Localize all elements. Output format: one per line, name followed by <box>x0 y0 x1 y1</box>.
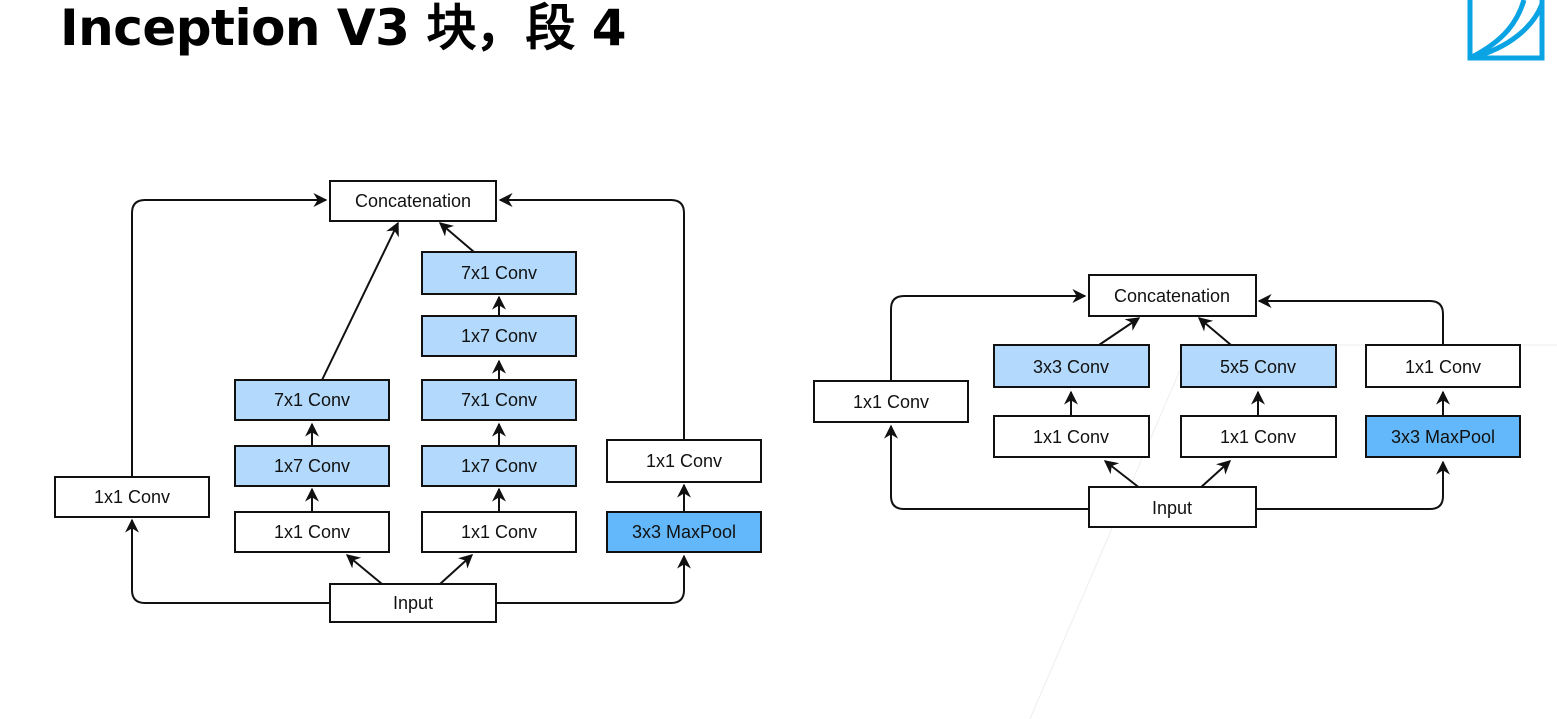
decorative-line <box>1029 369 1181 719</box>
svg-text:1x1 Conv: 1x1 Conv <box>1033 427 1109 447</box>
edge-input-to-b2 <box>345 554 383 585</box>
node-b3-1x7-conv-a: 1x7 Conv <box>421 445 577 487</box>
node-concatenation: Concatenation <box>1088 274 1257 317</box>
node-b2-1x1-conv: 1x1 Conv <box>993 415 1150 458</box>
left-nodes: Concatenation Input 1x1 Conv 1x1 Conv 1x… <box>54 180 762 623</box>
svg-text:1x1 Conv: 1x1 Conv <box>461 522 537 542</box>
edge-b1-to-concat <box>131 193 328 477</box>
edge-input-to-b2 <box>1103 460 1142 490</box>
svg-text:1x7 Conv: 1x7 Conv <box>274 456 350 476</box>
node-b3-1x7-conv-b: 1x7 Conv <box>421 315 577 357</box>
edge-input-to-pool <box>497 554 691 604</box>
svg-text:1x1 Conv: 1x1 Conv <box>1220 427 1296 447</box>
svg-text:7x1 Conv: 7x1 Conv <box>461 263 537 283</box>
node-input: Input <box>329 583 497 623</box>
edge-b4-to-concat <box>1257 294 1444 345</box>
node-b1-1x1-conv: 1x1 Conv <box>813 380 969 423</box>
node-b2-3x3-conv: 3x3 Conv <box>993 344 1150 388</box>
edge-input-to-b3 <box>1198 460 1232 490</box>
node-b2-1x1-conv: 1x1 Conv <box>234 511 390 553</box>
edge-b3-to-concat <box>438 222 475 253</box>
node-b4-1x1-conv: 1x1 Conv <box>1365 344 1521 388</box>
left-diagram <box>125 193 691 604</box>
node-b4-maxpool: 3x3 MaxPool <box>1365 415 1521 458</box>
page-title: Inception V3 块，段 4 <box>60 0 627 57</box>
svg-text:1x7 Conv: 1x7 Conv <box>461 326 537 346</box>
node-b3-1x1-conv: 1x1 Conv <box>1180 415 1337 458</box>
edge-input-to-b1 <box>884 424 1089 510</box>
node-b4-maxpool: 3x3 MaxPool <box>606 511 762 553</box>
node-input: Input <box>1088 486 1257 528</box>
svg-text:7x1 Conv: 7x1 Conv <box>461 390 537 410</box>
svg-text:Input: Input <box>1152 498 1192 518</box>
node-b3-5x5-conv: 5x5 Conv <box>1180 344 1337 388</box>
node-b3-1x1-conv: 1x1 Conv <box>421 511 577 553</box>
edge-input-to-b1 <box>125 518 330 604</box>
svg-text:7x1 Conv: 7x1 Conv <box>274 390 350 410</box>
node-b3-7x1-conv-a: 7x1 Conv <box>421 379 577 421</box>
right-diagram <box>884 289 1450 510</box>
svg-text:5x5 Conv: 5x5 Conv <box>1220 357 1296 377</box>
svg-text:3x3 MaxPool: 3x3 MaxPool <box>1391 427 1495 447</box>
node-b2-7x1-conv: 7x1 Conv <box>234 379 390 421</box>
svg-text:3x3 Conv: 3x3 Conv <box>1033 357 1109 377</box>
node-b3-7x1-conv-b: 7x1 Conv <box>421 251 577 295</box>
edge-b2-to-concat <box>1098 317 1141 346</box>
right-nodes: Concatenation Input 1x1 Conv 1x1 Conv 3x… <box>813 274 1521 528</box>
edge-b2-to-concat <box>321 221 399 381</box>
edge-input-to-b3 <box>439 554 474 585</box>
edge-b3-to-concat <box>1197 317 1232 346</box>
svg-text:Concatenation: Concatenation <box>355 191 471 211</box>
node-b1-1x1-conv: 1x1 Conv <box>54 476 210 518</box>
node-concatenation: Concatenation <box>329 180 497 222</box>
svg-text:1x1 Conv: 1x1 Conv <box>1405 357 1481 377</box>
node-b2-1x7-conv: 1x7 Conv <box>234 445 390 487</box>
svg-text:1x1 Conv: 1x1 Conv <box>274 522 350 542</box>
edge-input-to-pool <box>1256 460 1450 510</box>
edge-b4-to-concat <box>498 193 685 440</box>
svg-text:1x1 Conv: 1x1 Conv <box>853 392 929 412</box>
svg-text:1x1 Conv: 1x1 Conv <box>646 451 722 471</box>
svg-text:3x3 MaxPool: 3x3 MaxPool <box>632 522 736 542</box>
node-b4-1x1-conv: 1x1 Conv <box>606 439 762 483</box>
edge-b1-to-concat <box>890 289 1087 381</box>
logo-icon <box>1467 0 1545 61</box>
svg-text:Concatenation: Concatenation <box>1114 286 1230 306</box>
svg-text:Input: Input <box>393 593 433 613</box>
svg-text:1x1 Conv: 1x1 Conv <box>94 487 170 507</box>
svg-text:1x7 Conv: 1x7 Conv <box>461 456 537 476</box>
